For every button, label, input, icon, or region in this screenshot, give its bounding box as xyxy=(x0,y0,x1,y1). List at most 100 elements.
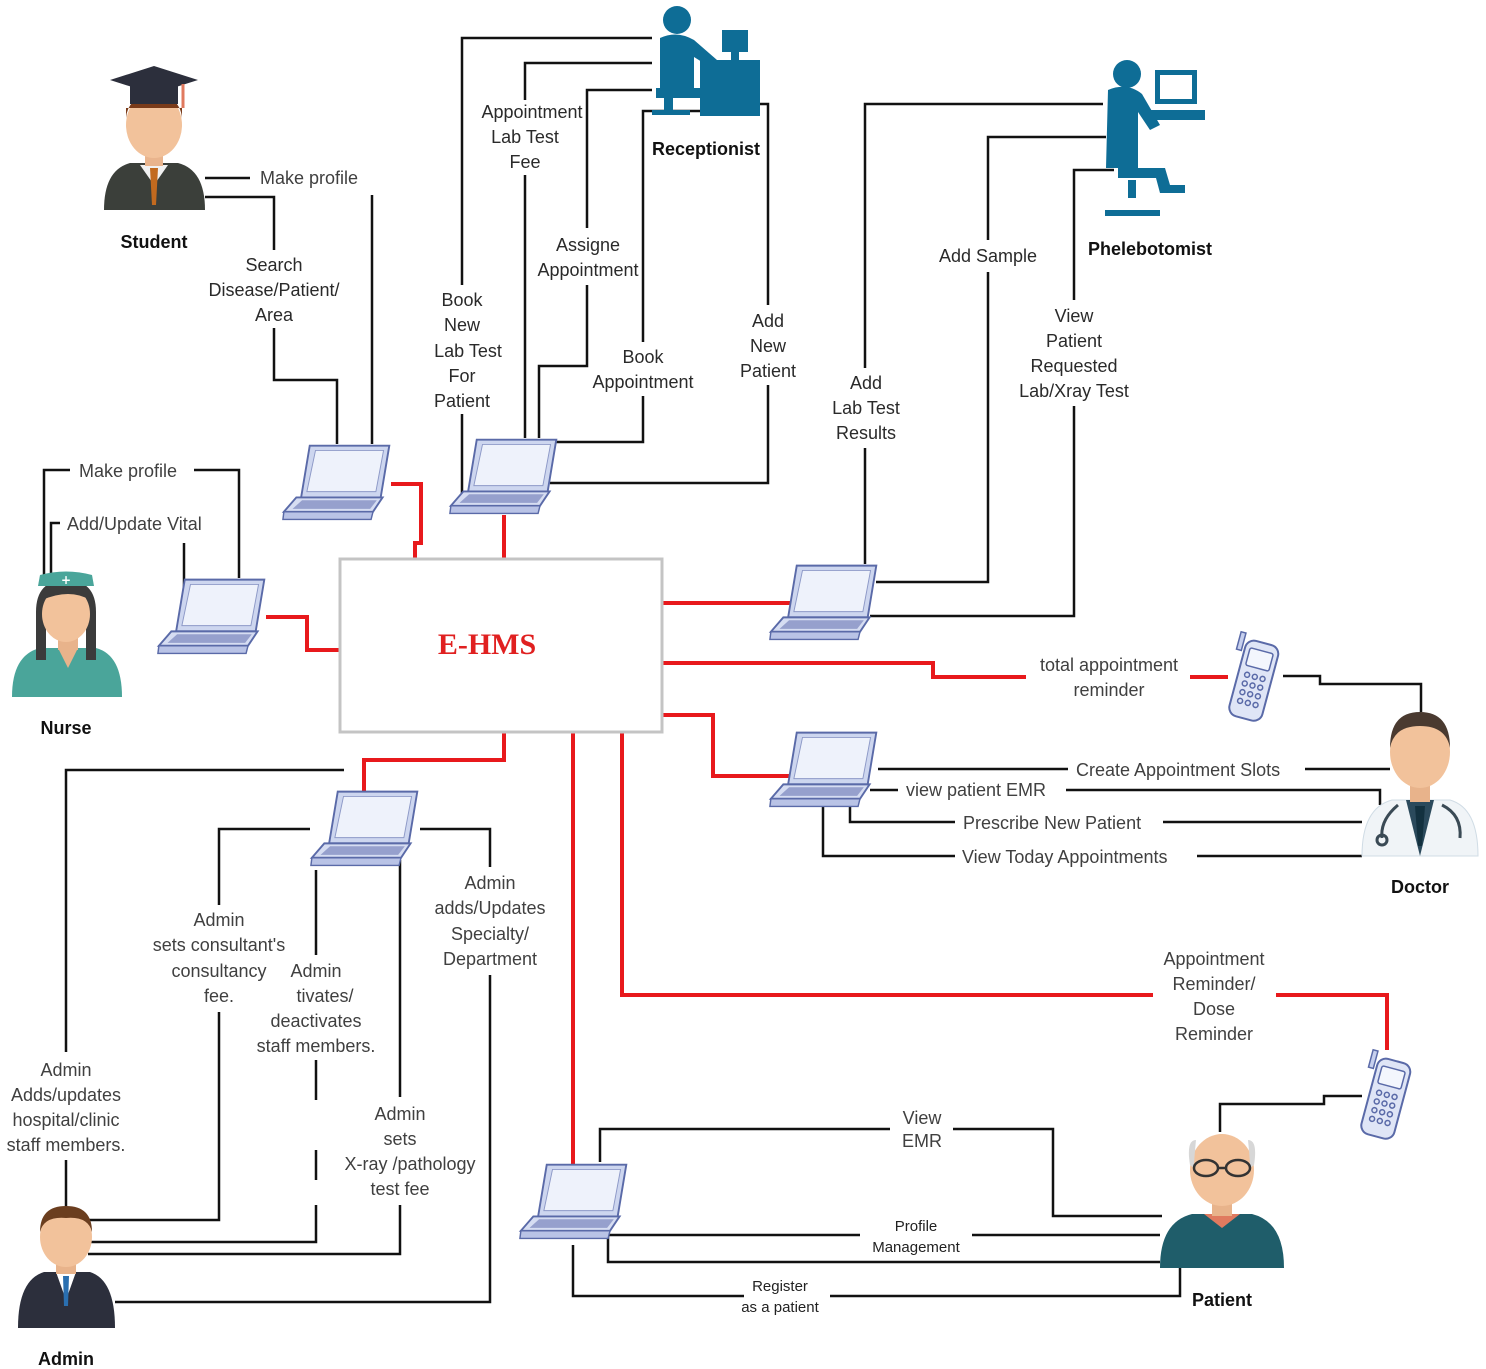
laptop-icon xyxy=(768,731,878,808)
svg-text:Area: Area xyxy=(255,305,294,325)
svg-text:Patient: Patient xyxy=(1046,331,1102,351)
phones xyxy=(1226,630,1414,1142)
system-title: E-HMS xyxy=(438,628,536,661)
svg-text:Management: Management xyxy=(872,1239,960,1256)
svg-text:Appointment: Appointment xyxy=(537,260,638,280)
svg-text:View: View xyxy=(903,1108,943,1128)
phlebotomist-view-requested-label: View Patient Requested Lab/Xray Test xyxy=(1019,306,1129,401)
svg-text:Lab Test: Lab Test xyxy=(434,341,502,361)
svg-text:total appointment: total appointment xyxy=(1040,655,1178,675)
admin-actor: Admin xyxy=(18,1206,115,1369)
nurse-label: Nurse xyxy=(40,718,91,738)
patient-label: Patient xyxy=(1192,1290,1252,1310)
svg-text:Lab Test: Lab Test xyxy=(832,398,900,418)
svg-text:Admin: Admin xyxy=(193,910,244,930)
doctor-reminder-label: total appointment reminder xyxy=(1040,655,1178,700)
svg-text:Admin: Admin xyxy=(40,1060,91,1080)
laptop-icon xyxy=(156,578,266,655)
svg-text:Lab Test: Lab Test xyxy=(491,127,559,147)
svg-text:EMR: EMR xyxy=(902,1131,942,1151)
red-connectors xyxy=(266,482,1389,1165)
doctor-today-appointments-label: View Today Appointments xyxy=(962,847,1167,867)
svg-text:adds/Updates: adds/Updates xyxy=(434,898,545,918)
receptionist-book-appointment-label: Book Appointment xyxy=(592,347,693,392)
admin-label: Admin xyxy=(38,1349,94,1369)
phlebotomist-add-results-label: Add Lab Test Results xyxy=(832,373,900,443)
svg-text:staff members.: staff members. xyxy=(257,1036,376,1056)
student-actor: Student xyxy=(104,66,205,252)
student-make-profile-label: Make profile xyxy=(260,168,358,188)
patient-register-label: Register as a patient xyxy=(741,1278,819,1316)
svg-text:Specialty/: Specialty/ xyxy=(451,924,529,944)
svg-text:Requested: Requested xyxy=(1030,356,1117,376)
svg-text:Disease/Patient/: Disease/Patient/ xyxy=(208,280,339,300)
svg-text:Assigne: Assigne xyxy=(556,235,620,255)
svg-text:Adds/updates: Adds/updates xyxy=(11,1085,121,1105)
mobile-phone-icon xyxy=(1226,630,1282,724)
phlebotomist-actor: Phelebotomist xyxy=(1088,60,1212,259)
svg-text:Appointment: Appointment xyxy=(592,372,693,392)
phlebotomist-label: Phelebotomist xyxy=(1088,239,1212,259)
doctor-actor: Doctor xyxy=(1361,712,1479,897)
graduate-icon xyxy=(104,66,205,210)
doctor-label: Doctor xyxy=(1391,877,1449,897)
svg-text:For: For xyxy=(449,366,476,386)
svg-text:+: + xyxy=(61,573,71,587)
receptionist-assign-label: Assigne Appointment xyxy=(537,235,638,280)
svg-text:Admin: Admin xyxy=(290,961,341,981)
svg-text:Appointment: Appointment xyxy=(1163,949,1264,969)
receptionist-actor: Receptionist xyxy=(652,6,760,159)
svg-text:Patient: Patient xyxy=(434,391,490,411)
connector-lines xyxy=(42,36,1423,1304)
nurse-make-profile-label: Make profile xyxy=(79,461,177,481)
laptop-icon xyxy=(518,1163,628,1240)
admin-activate-label: Admin tivates/ deactivates staff members… xyxy=(257,961,376,1056)
svg-text:Appointment: Appointment xyxy=(481,102,582,122)
patient-view-emr-label: View EMR xyxy=(902,1108,942,1151)
nurse-actor: + Nurse xyxy=(12,571,122,738)
receptionist-add-patient-label: Add New Patient xyxy=(740,311,796,381)
svg-text:Dose: Dose xyxy=(1193,999,1235,1019)
student-label: Student xyxy=(121,232,188,252)
svg-text:Profile: Profile xyxy=(895,1218,938,1235)
admin-xray-fee-label: Admin sets X-ray /pathology test fee xyxy=(344,1104,475,1199)
patient-profile-management-label: Profile Management xyxy=(872,1218,960,1256)
technician-computer-icon xyxy=(1105,60,1205,216)
doctor-prescribe-label: Prescribe New Patient xyxy=(963,813,1141,833)
patient-reminder-label: Appointment Reminder/ Dose Reminder xyxy=(1163,949,1264,1044)
doctor-create-slots-label: Create Appointment Slots xyxy=(1076,760,1280,780)
svg-text:Lab/Xray Test: Lab/Xray Test xyxy=(1019,381,1129,401)
nurse-icon: + xyxy=(12,571,122,697)
svg-text:Fee: Fee xyxy=(509,152,540,172)
svg-text:deactivates: deactivates xyxy=(270,1011,361,1031)
svg-text:Register: Register xyxy=(752,1278,808,1295)
patient-icon xyxy=(1160,1134,1284,1268)
laptop-icon xyxy=(448,438,558,515)
doctor-icon xyxy=(1361,712,1479,857)
svg-text:Add: Add xyxy=(850,373,882,393)
svg-text:sets: sets xyxy=(383,1129,416,1149)
svg-text:Patient: Patient xyxy=(740,361,796,381)
phlebotomist-add-sample-label: Add Sample xyxy=(939,246,1037,266)
svg-text:New: New xyxy=(444,315,481,335)
svg-text:consultancy: consultancy xyxy=(171,961,266,981)
svg-text:X-ray /pathology: X-ray /pathology xyxy=(344,1154,475,1174)
admin-staff-label: Admin Adds/updates hospital/clinic staff… xyxy=(7,1060,126,1155)
receptionist-book-lab-label: Book New Lab Test For Patient xyxy=(434,290,502,411)
svg-text:Admin: Admin xyxy=(464,873,515,893)
svg-text:staff members.: staff members. xyxy=(7,1135,126,1155)
receptionist-desk-icon xyxy=(652,6,760,116)
svg-text:hospital/clinic: hospital/clinic xyxy=(12,1110,119,1130)
admin-icon xyxy=(18,1206,115,1328)
svg-text:sets consultant's: sets consultant's xyxy=(153,935,286,955)
svg-text:Add: Add xyxy=(752,311,784,331)
receptionist-fee-label: Appointment Lab Test Fee xyxy=(481,102,582,172)
ehms-system-box: E-HMS xyxy=(338,557,664,734)
svg-text:Reminder: Reminder xyxy=(1175,1024,1253,1044)
laptop-icon xyxy=(309,790,419,867)
svg-text:Department: Department xyxy=(443,949,537,969)
patient-actor: Patient xyxy=(1160,1134,1284,1310)
svg-text:Search: Search xyxy=(245,255,302,275)
receptionist-label: Receptionist xyxy=(652,139,760,159)
